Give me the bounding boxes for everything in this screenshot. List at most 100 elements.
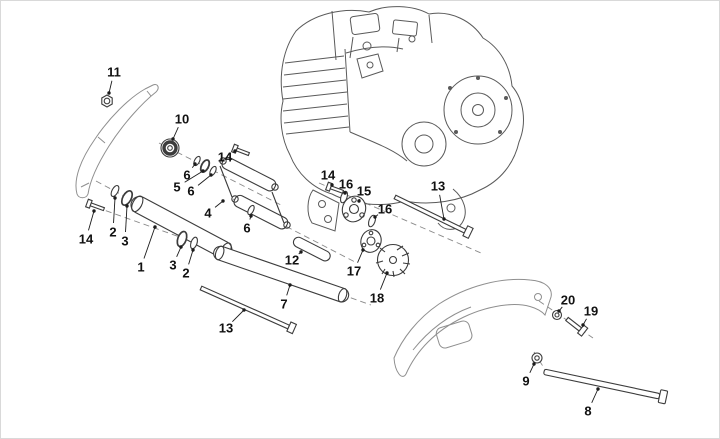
callout-leader-dot [357, 199, 361, 203]
callout-leader-line [108, 80, 113, 94]
callout-leader-dot [330, 183, 334, 187]
callout-leader-dot [179, 245, 183, 249]
top-bracket-hole [366, 61, 374, 69]
callout-leader-dot [171, 137, 175, 141]
part-2-washer-a [110, 184, 120, 198]
callout-leader-dot [201, 169, 205, 173]
callout-leader-dot [153, 225, 157, 229]
top-hoses-lines [331, 10, 433, 61]
callout-leader-line [214, 200, 224, 208]
callout-leader-line [125, 205, 128, 233]
callout-leader-dot [557, 309, 561, 313]
callout-leader-dot [125, 204, 129, 208]
callout-leader-line [439, 194, 445, 220]
part-callout-15: 15 [357, 184, 371, 203]
callout-label: 16 [339, 177, 353, 192]
callout-leader-line [286, 284, 291, 296]
callout-label: 3 [121, 234, 128, 249]
part-callout-14: 14 [218, 149, 237, 165]
callout-label: 19 [584, 304, 598, 319]
part-callout-10: 10 [171, 112, 189, 141]
engine-drawing [280, 6, 524, 232]
callout-label: 13 [219, 321, 233, 336]
part-2-3-washer-bushing-right [176, 230, 198, 250]
part-callout-11: 11 [107, 65, 121, 95]
callout-leader-dot [249, 214, 253, 218]
rear-panel-drawing [393, 278, 552, 377]
callout-label: 15 [357, 184, 371, 199]
part-callout-3: 3 [169, 245, 183, 273]
part-5-6-bushing-set-left [193, 155, 217, 177]
callout-label: 12 [285, 253, 299, 268]
callout-leader-line [591, 388, 599, 403]
callout-leader-dot [532, 362, 536, 366]
mount-hole-lower [324, 215, 332, 223]
callout-label: 14 [79, 232, 94, 247]
part-callout-4: 4 [204, 199, 225, 221]
part-3-bushing-a [120, 189, 134, 207]
part-callout-6: 6 [183, 162, 197, 183]
callout-leader-dot [242, 308, 246, 312]
callout-leader-dot [299, 250, 303, 254]
callout-label: 11 [107, 65, 121, 80]
part-callout-13: 13 [431, 179, 446, 221]
part-callout-5: 5 [173, 169, 205, 195]
callout-label: 17 [347, 264, 361, 279]
part-callout-14: 14 [79, 209, 96, 247]
part-callout-13: 13 [219, 308, 246, 336]
callout-leader-dot [191, 248, 195, 252]
callout-leader-line [113, 197, 116, 224]
lower-right-hole [446, 203, 456, 213]
top-fitting-left [362, 41, 372, 51]
part-10-bearing-seal [160, 138, 180, 158]
parts-layer [84, 94, 669, 405]
part-7-lower-tube [213, 245, 350, 303]
part-callout-2: 2 [109, 196, 117, 240]
part-callout-6: 6 [243, 214, 253, 236]
part-callout-6: 6 [187, 173, 213, 199]
part-callout-14: 14 [321, 168, 336, 187]
part-callout-18: 18 [370, 271, 389, 306]
callout-leader-line [176, 246, 182, 257]
callout-label: 14 [218, 150, 233, 165]
callout-label: 7 [280, 297, 287, 312]
callout-label: 1 [137, 260, 144, 275]
part-callout-17: 17 [347, 248, 365, 279]
engine-crankcase-outline [280, 6, 524, 206]
callout-label: 6 [183, 168, 190, 183]
part-9-washer [531, 352, 543, 364]
part-callout-3: 3 [121, 204, 129, 249]
callout-leader-dot [193, 162, 197, 166]
callout-leader-line [188, 249, 194, 265]
part-14-bolt-left [84, 198, 106, 212]
callout-leader-dot [209, 173, 213, 177]
callout-leader-dot [581, 323, 585, 327]
rear-panel-recess [435, 320, 473, 349]
callout-label: 3 [169, 258, 176, 273]
part-15-flange [341, 195, 367, 223]
callout-leader-dot [221, 199, 225, 203]
callout-leader-dot [361, 248, 365, 252]
top-bracket [356, 53, 384, 79]
part-12-spacer [292, 236, 331, 262]
callout-leader-dot [596, 387, 600, 391]
part-19-bolt [564, 316, 589, 337]
callout-leader-dot [343, 191, 347, 195]
transmission-circle [401, 121, 447, 167]
top-component-right [392, 19, 418, 37]
callout-label: 14 [321, 168, 336, 183]
callout-leader-line [197, 174, 212, 186]
callout-leader-dot [107, 91, 111, 95]
front-bracket-details [80, 90, 152, 188]
part-callout-12: 12 [285, 250, 303, 268]
callout-leader-dot [113, 196, 117, 200]
callout-label: 13 [431, 179, 445, 194]
callout-leader-line [88, 210, 95, 231]
part-callout-16: 16 [339, 177, 353, 195]
front-bracket-outline [75, 84, 159, 199]
part-5-bushing [199, 159, 211, 173]
engine-cylinder-fins [282, 55, 350, 135]
engine-lower-right-detail [437, 188, 466, 230]
callout-label: 4 [204, 206, 212, 221]
